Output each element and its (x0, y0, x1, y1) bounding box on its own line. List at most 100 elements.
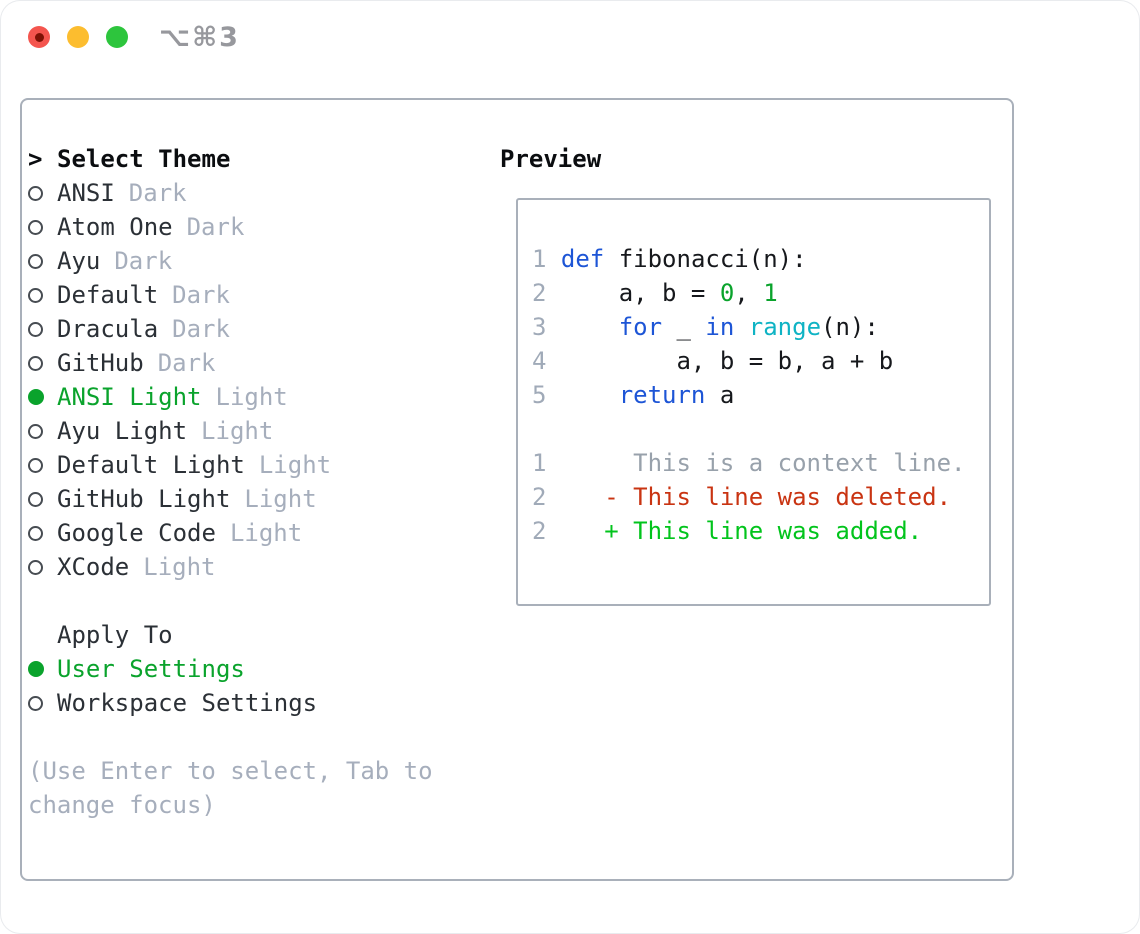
line-number: 1 (532, 449, 547, 477)
radio-icon (28, 525, 57, 541)
theme-option-ayu-light[interactable]: Ayu Light Light (28, 414, 494, 448)
code-line: 4 a, b = b, a + b (532, 344, 989, 378)
apply-option-workspace-settings[interactable]: Workspace Settings (28, 686, 494, 720)
close-button[interactable] (28, 26, 50, 48)
code-line: 2 a, b = 0, 1 (532, 276, 989, 310)
radio-icon (28, 457, 57, 473)
spacer (532, 412, 989, 446)
theme-variant: Dark (186, 213, 245, 241)
theme-option-github-light[interactable]: GitHub Light Light (28, 482, 494, 516)
theme-variant: Dark (172, 315, 230, 343)
theme-option-atom-one-dark[interactable]: Atom One Dark (28, 210, 494, 244)
theme-name: ANSI Light (57, 383, 202, 411)
keyboard-hint-line-2: change focus) (28, 791, 216, 819)
theme-option-ayu-dark[interactable]: Ayu Dark (28, 244, 494, 278)
code-line: 3 for _ in range(n): (532, 310, 989, 344)
preview-title: Preview (500, 145, 602, 173)
radio-selected-icon (28, 661, 57, 677)
code-token: range (748, 313, 822, 341)
theme-variant: Dark (114, 247, 173, 275)
theme-name: Default Light (57, 451, 245, 479)
theme-name: GitHub Light (57, 485, 231, 513)
apply-to-title: Apply To (57, 621, 173, 649)
diff-text: - This line was deleted. (560, 483, 952, 511)
line-number: 1 (532, 245, 547, 273)
code-token: fibonacci(n): (604, 245, 807, 273)
radio-icon (28, 321, 57, 337)
code-token: , (734, 279, 764, 307)
diff-text: + This line was added. (560, 517, 923, 545)
spacer (28, 720, 494, 754)
theme-option-google-code-light[interactable]: Google Code Light (28, 516, 494, 550)
line-number: 2 (532, 517, 547, 545)
radio-icon (28, 491, 57, 507)
code-token: _ (662, 313, 706, 341)
preview-column: Preview 1 def fibonacci(n): 2 a, b = 0, 1… (494, 142, 998, 879)
diff-context-line: 1 This is a context line. (532, 446, 989, 480)
code-token: 1 (763, 279, 778, 307)
theme-option-default-dark[interactable]: Default Dark (28, 278, 494, 312)
theme-option-ansi-light[interactable]: ANSI Light Light (28, 380, 494, 414)
code-token: def (560, 245, 605, 273)
code-token (734, 313, 748, 341)
apply-option-user-settings[interactable]: User Settings (28, 652, 494, 686)
radio-selected-icon (28, 389, 57, 405)
maximize-button[interactable] (106, 26, 128, 48)
radio-icon (28, 185, 57, 201)
code-token: a, b = (560, 279, 720, 307)
theme-option-ansi-dark[interactable]: ANSI Dark (28, 176, 494, 210)
theme-name: Ayu (57, 247, 101, 275)
theme-variant: Light (258, 451, 332, 479)
window-title: ⌥⌘3 (159, 21, 240, 53)
radio-icon (28, 287, 57, 303)
radio-icon (28, 559, 57, 575)
theme-variant: Light (143, 553, 216, 581)
code-token (561, 313, 619, 341)
diff-text: This is a context line. (560, 449, 966, 477)
code-token (561, 381, 619, 409)
code-token: 0 (719, 279, 735, 307)
radio-icon (28, 219, 57, 235)
radio-icon (28, 253, 57, 269)
theme-name: XCode (57, 553, 130, 581)
code-token: return (618, 381, 706, 409)
theme-option-github-dark[interactable]: GitHub Dark (28, 346, 494, 380)
select-theme-header: > Select Theme (28, 142, 494, 176)
theme-option-xcode-light[interactable]: XCode Light (28, 550, 494, 584)
line-number: 5 (532, 381, 547, 409)
line-number: 3 (532, 313, 547, 341)
theme-variant: Dark (157, 349, 216, 377)
code-line: 5 return a (532, 378, 989, 412)
keyboard-hint-line-1: (Use Enter to select, Tab to (28, 757, 433, 785)
radio-icon (28, 423, 57, 439)
theme-selector-panel: > Select Theme ANSI Dark Atom One Dark A… (20, 98, 1014, 881)
titlebar: ⌥⌘3 (0, 0, 1140, 74)
select-theme-title: Select Theme (57, 145, 231, 173)
theme-variant: Light (201, 417, 274, 445)
apply-to-header: Apply To (28, 618, 494, 652)
radio-icon (28, 355, 57, 371)
theme-variant: Dark (128, 179, 187, 207)
code-line: 1 def fibonacci(n): (532, 242, 989, 276)
theme-name: Ayu Light (57, 417, 188, 445)
code-token: (n): (821, 313, 879, 341)
minimize-button[interactable] (67, 26, 89, 48)
prompt-icon: > (28, 145, 43, 173)
theme-name: Dracula (57, 315, 159, 343)
theme-option-default-light[interactable]: Default Light Light (28, 448, 494, 482)
theme-list-column: > Select Theme ANSI Dark Atom One Dark A… (28, 142, 494, 879)
theme-variant: Light (229, 519, 303, 547)
theme-name: ANSI (57, 179, 115, 207)
diff-added-line: 2 + This line was added. (532, 514, 989, 548)
theme-name: Atom One (57, 213, 173, 241)
code-token: a, b = b, a + b (560, 347, 894, 375)
theme-option-dracula-dark[interactable]: Dracula Dark (28, 312, 494, 346)
theme-name: Default (57, 281, 159, 309)
theme-name: GitHub (57, 349, 144, 377)
code-token: a (705, 381, 735, 409)
apply-option-label: User Settings (57, 655, 245, 683)
diff-deleted-line: 2 - This line was deleted. (532, 480, 989, 514)
theme-variant: Light (244, 485, 317, 513)
line-number: 2 (532, 483, 547, 511)
preview-box: 1 def fibonacci(n): 2 a, b = 0, 1 3 for _… (516, 198, 991, 606)
